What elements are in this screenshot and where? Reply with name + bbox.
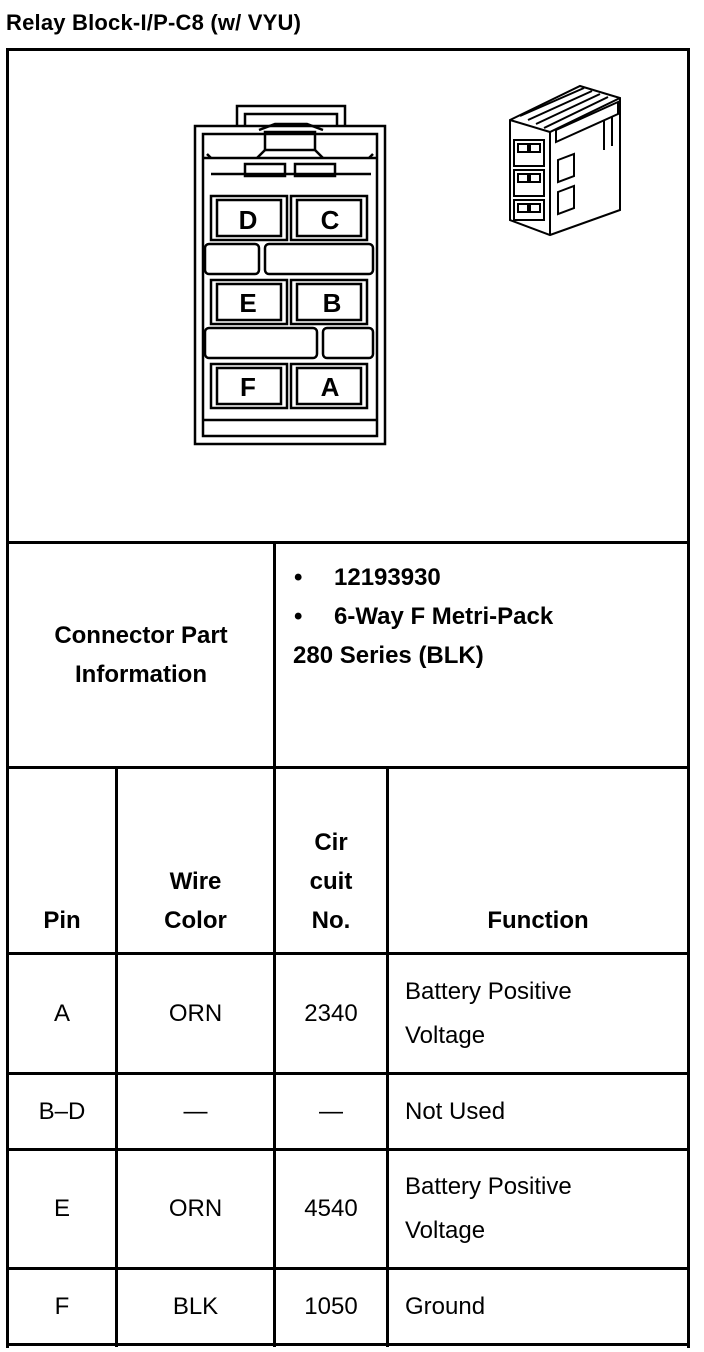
- connector-isometric-illustration: [509, 84, 621, 237]
- table-cell-circuit: —: [319, 1097, 343, 1125]
- table-cell-pin: A: [53, 999, 70, 1027]
- table-cell-color: BLK: [172, 1292, 219, 1320]
- divider: [115, 766, 118, 1347]
- cavity-label-d: D: [239, 205, 258, 235]
- cavity-label-c: C: [321, 205, 340, 235]
- table-cell-circuit: 1050: [304, 1292, 358, 1320]
- divider: [6, 766, 690, 769]
- table-cell-function: Battery Positive Voltage: [405, 977, 572, 1049]
- part-info-label: Connector Part Information: [54, 622, 228, 688]
- table-cell-pin: E: [53, 1195, 70, 1222]
- table-cell-function: Battery Positive Voltage: [405, 1173, 572, 1244]
- part-description-line2: 280 Series (BLK): [293, 642, 484, 669]
- table-cell-function: Not Used: [405, 1097, 506, 1125]
- table-cell-pin: B–D: [38, 1097, 86, 1125]
- table-cell-function: Ground: [405, 1292, 486, 1320]
- table-cell-pin: F: [54, 1292, 70, 1320]
- divider: [273, 541, 276, 1347]
- table-cell-color: —: [183, 1097, 208, 1125]
- divider: [386, 766, 389, 1347]
- cavity-label-f: F: [240, 372, 256, 402]
- cavity-label-a: A: [321, 372, 340, 402]
- header-wire-color: Wire Color: [164, 868, 227, 934]
- divider: [6, 1267, 690, 1270]
- connector-face-drawing: D C E B F A: [193, 104, 387, 446]
- part-info-details: •12193930 •6-Way F Metri-Pack 280 Series…: [276, 558, 686, 675]
- header-pin: Pin: [43, 907, 81, 934]
- table-cell-circuit: 2340: [304, 999, 358, 1027]
- divider: [6, 541, 690, 544]
- cavity-label-e: E: [239, 288, 256, 318]
- cavity-label-b: B: [323, 288, 342, 318]
- divider: [6, 1072, 690, 1075]
- table-cell-color: ORN: [168, 1195, 223, 1222]
- table-cell-circuit: 4540: [304, 1195, 358, 1222]
- header-function: Function: [487, 907, 589, 934]
- page-title: Relay Block-I/P-C8 (w/ VYU): [6, 10, 302, 35]
- table-cell-color: ORN: [168, 999, 223, 1027]
- header-circuit-no: Cir cuit No.: [309, 829, 353, 934]
- part-description-line1: 6-Way F Metri-Pack: [334, 603, 554, 630]
- divider: [6, 952, 690, 955]
- divider: [6, 1343, 690, 1346]
- connector-table-frame: [6, 48, 690, 1348]
- part-number: 12193930: [334, 564, 441, 591]
- divider: [6, 1148, 690, 1151]
